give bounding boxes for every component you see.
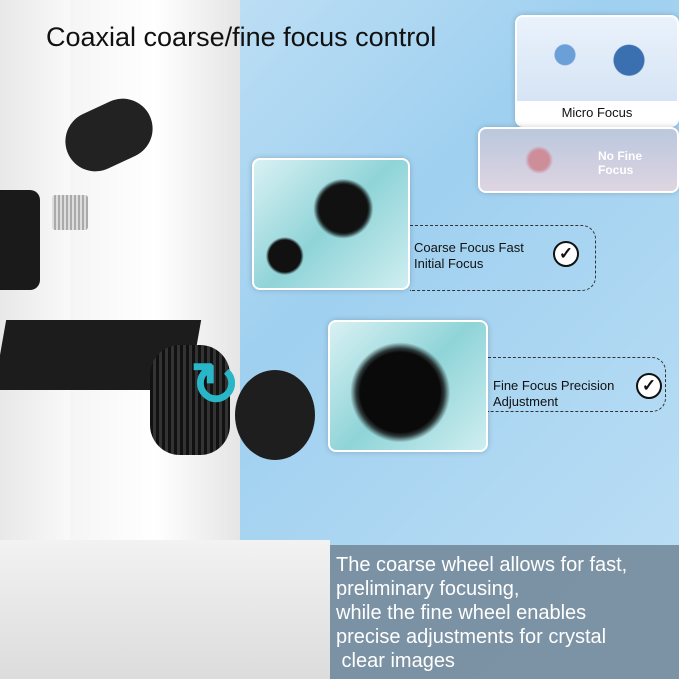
check-circle-icon: ✓ <box>636 373 662 399</box>
coarse-focus-image <box>252 158 410 290</box>
fine-focus-text: Fine Focus Precision Adjustment <box>493 378 615 409</box>
no-fine-focus-label: No Fine Focus <box>598 149 642 177</box>
curved-arrow-icon: ↻ <box>190 351 241 418</box>
page-title: Coaxial coarse/fine focus control <box>46 22 437 52</box>
coarse-focus-text: Coarse Focus Fast Initial Focus <box>414 240 524 271</box>
microscope-arm <box>70 0 240 550</box>
description-line: while the fine wheel enables <box>336 602 587 624</box>
check-circle-icon: ✓ <box>553 241 579 267</box>
description-line: precise adjustments for crystal <box>336 626 607 648</box>
coarse-focus-knob <box>150 345 230 455</box>
description-line: clear images <box>336 650 455 672</box>
no-fine-focus-card: No Fine Focus <box>478 127 679 193</box>
stage-knob <box>52 195 88 230</box>
fine-focus-knob <box>235 370 315 460</box>
microscope-base <box>0 540 330 679</box>
coarse-callout-frame <box>410 225 596 291</box>
micro-focus-label: Micro Focus <box>517 101 677 125</box>
description-line: preliminary focusing, <box>336 578 520 600</box>
description-panel: The coarse wheel allows for fast, prelim… <box>330 545 679 679</box>
fine-focus-image <box>328 320 488 452</box>
objective-lens <box>0 190 40 290</box>
fine-callout-frame <box>488 357 666 412</box>
description-line: The coarse wheel allows for fast, <box>336 554 628 576</box>
micro-focus-card: Micro Focus <box>515 15 679 127</box>
